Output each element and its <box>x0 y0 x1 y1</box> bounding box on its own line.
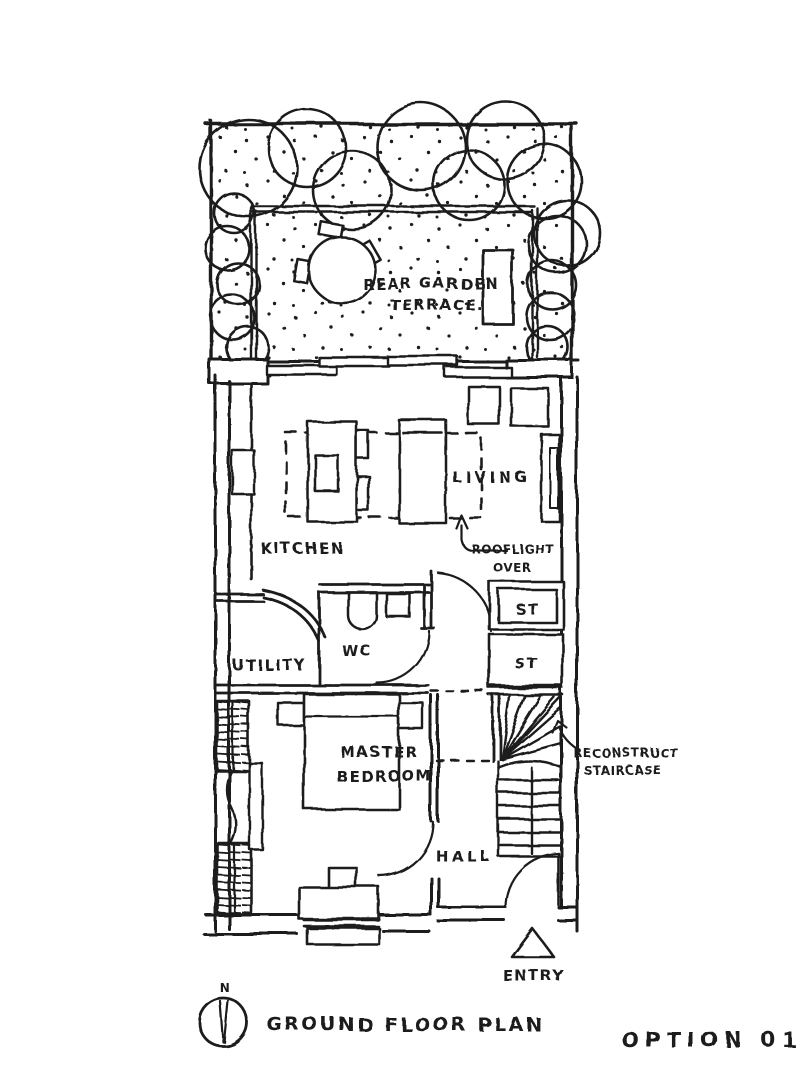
staircase-annotation: RECONSTRUCT STAIRCASE <box>549 717 677 776</box>
kitchen: KITCHEN <box>229 380 482 580</box>
entry-arrow-triangle <box>509 926 555 958</box>
rear-garden: REAR GARDEN TERRACE. <box>196 98 601 369</box>
living-label: LIVING <box>451 467 529 485</box>
option-label: OPTION 01 <box>620 1027 800 1051</box>
rear-garden-label-line2: TERRACE. <box>389 295 483 313</box>
existing-wall-wavy <box>224 768 236 844</box>
rooflight-annotation: ROOFLIGHT OVER <box>453 512 553 573</box>
utility: UTILITY <box>231 655 306 673</box>
chair <box>316 219 344 239</box>
bed <box>301 691 400 810</box>
rear-wall-pier-right <box>503 357 573 378</box>
storage-cupboards: ST ST <box>486 578 564 696</box>
entry-door-swing <box>502 850 559 908</box>
wc: WC <box>341 589 430 684</box>
basin <box>383 590 410 617</box>
toilet <box>345 589 377 630</box>
master-label-line2: BEDROOM <box>335 766 432 784</box>
middle-band-walls <box>212 568 435 694</box>
rooflight-arrowhead <box>453 512 468 529</box>
store-bottom-box <box>486 631 564 687</box>
kitchen-sink <box>229 447 255 495</box>
island-bench <box>396 417 447 524</box>
rear-garden-label-line1: REAR GARDEN <box>361 274 498 292</box>
north-label: N <box>219 980 230 994</box>
living-side-window-pane <box>548 446 558 508</box>
staircase-arrowhead <box>549 717 567 733</box>
sliding-glass-doors <box>263 353 512 378</box>
sheet-title: GROUND FLOOR PLAN <box>266 1013 543 1035</box>
entry-label: ENTRY <box>502 966 564 984</box>
garden-planter <box>480 247 514 325</box>
hall-door-swing <box>435 570 492 632</box>
living-furniture-2 <box>508 385 549 427</box>
garden-table-and-chairs <box>292 219 381 304</box>
garden-table <box>306 234 376 304</box>
kitchen-island <box>305 419 370 523</box>
store-top-label: ST <box>514 599 538 617</box>
fireplace-chimney <box>296 864 380 945</box>
utility-label: UTILITY <box>231 655 306 673</box>
terrace-paving-dots <box>213 124 570 360</box>
kitchen-label: KITCHEN <box>259 538 343 556</box>
store-bottom-label: ST <box>514 654 538 672</box>
bedside-table-right <box>396 700 424 730</box>
master-label-line1: MASTER <box>339 742 417 760</box>
garden-trees <box>196 98 601 369</box>
terrace-fence <box>248 203 538 364</box>
staircase-label-line2: STAIRCASE <box>582 762 660 776</box>
staircase-label-line1: RECONSTRUCT <box>572 745 677 759</box>
living: LIVING ROOFLIGHT OVER <box>451 383 560 573</box>
hall-label: HALL <box>434 846 491 864</box>
hall: HALL <box>434 846 559 908</box>
living-furniture-1 <box>465 383 500 425</box>
staircase <box>490 692 562 857</box>
wardrobe <box>246 760 263 850</box>
wc-label: WC <box>341 641 372 659</box>
bedroom-door-swing <box>376 819 434 877</box>
bedside-table-left <box>275 700 305 726</box>
entry-marker: ENTRY <box>502 926 564 984</box>
rear-wall-pier-left <box>206 356 268 384</box>
staircase-arrow <box>556 724 577 749</box>
rooflight-label-line1: ROOFLIGHT <box>470 541 553 555</box>
wc-door-swing <box>374 628 430 684</box>
master-bedroom: MASTER BEDROOM <box>214 691 439 945</box>
north-arrow: N <box>196 980 248 1047</box>
rooflight-arrow <box>458 522 507 551</box>
store-top-inner <box>495 586 557 623</box>
rooflight-label-line2: OVER <box>491 559 530 573</box>
